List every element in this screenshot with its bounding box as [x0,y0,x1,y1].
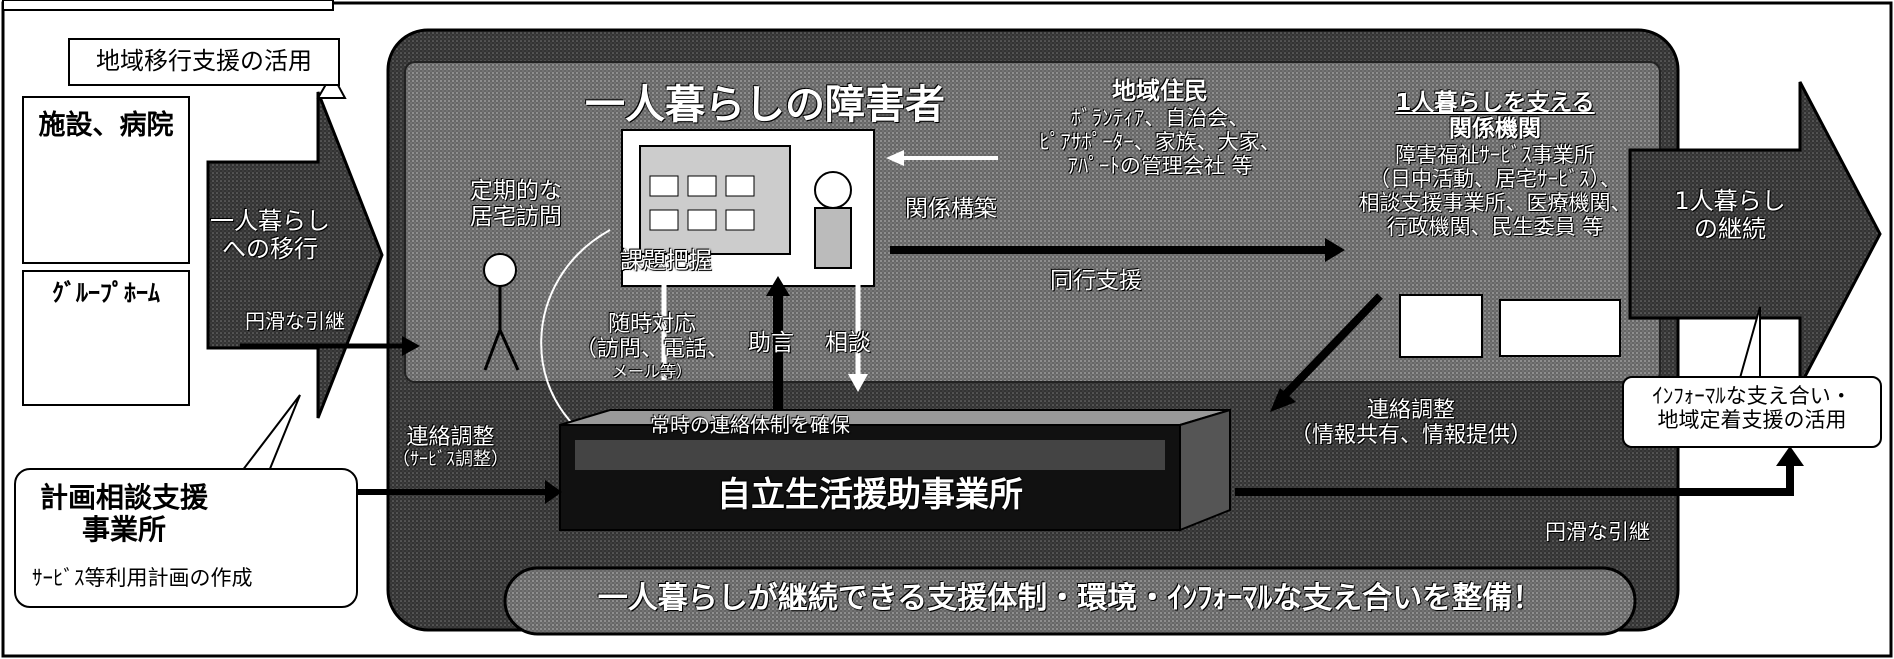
contact-system-label: 常時の連絡体制を確保 [650,414,850,437]
agencies-line-2: （日中活動、居宅ｻｰﾋﾞｽ）、 [1340,167,1650,191]
transition-line-2: への移行 [210,236,330,264]
building-icon-2 [1500,300,1620,356]
office-label: 自立生活援助事業所 [560,476,1180,515]
informal-callout-text: ｲﾝﾌｫｰﾏﾙな支え合い・ 地域定着支援の活用 [1624,384,1880,432]
consult-label: 相談 [825,330,871,356]
residents-title: 地域住民 [1030,78,1290,106]
visit-label: 定期的な 居宅訪問 [470,178,562,231]
handover-label-left: 円滑な引継 [245,310,345,333]
facility-label: 施設、病院 [24,110,188,141]
agencies-line-1: 障害福祉ｻｰﾋﾞｽ事業所 [1340,143,1650,167]
adhoc-line-1: 随時対応 [575,312,729,337]
main-title: 一人暮らしの障害者 [585,82,945,128]
informal-line-1: ｲﾝﾌｫｰﾏﾙな支え合い・ [1624,384,1880,408]
residents-block: 地域住民 ﾎﾞﾗﾝﾃｨｱ、自治会、 ﾋﾟｱｻﾎﾟｰﾀｰ、家族、大家、 ｱﾊﾟｰﾄ… [1030,78,1290,178]
banner-text: 一人暮らしが継続できる支援体制・環境・ｲﾝﾌｫｰﾏﾙな支え合いを整備！ [505,582,1635,617]
agencies-title-1: 1人暮らしを支える [1340,90,1650,116]
residents-line-2: ﾋﾟｱｻﾎﾟｰﾀｰ、家族、大家、 [1030,130,1290,154]
agencies-line-4: 行政機関、民生委員 等 [1340,215,1650,239]
planning-office-label: 計画相談支援 事業所 [24,482,224,546]
liaison-right-label: 連絡調整 （情報共有、情報提供） [1290,398,1532,449]
callout-text: 地域移行支援の活用 [70,48,338,76]
header-tab [3,0,333,10]
visitor-figure [484,254,516,286]
relation-label: 関係構築 [905,196,997,222]
continuation-line-1: 1人暮らし [1660,188,1800,216]
liaison-left-label: 連絡調整 （ｻｰﾋﾞｽ調整） [392,425,509,471]
adhoc-line-3: メール等） [575,363,729,381]
facility-box: 施設、病院 [22,96,190,264]
liaison-right-line-1: 連絡調整 [1290,398,1532,423]
continuation-label: 1人暮らし の継続 [1660,188,1800,243]
agencies-line-3: 相談支援事業所、医療機関、 [1340,191,1650,215]
liaison-left-line-1: 連絡調整 [392,425,509,450]
accompany-label: 同行支援 [1050,268,1142,294]
residents-line-1: ﾎﾞﾗﾝﾃｨｱ、自治会、 [1030,106,1290,130]
agencies-title-2: 関係機関 [1340,116,1650,142]
agencies-block: 1人暮らしを支える 関係機関 障害福祉ｻｰﾋﾞｽ事業所 （日中活動、居宅ｻｰﾋﾞ… [1340,90,1650,239]
transition-line-1: 一人暮らし [210,208,330,236]
planning-note: ｻｰﾋﾞｽ等利用計画の作成 [32,566,253,590]
grouphome-box: ｸﾞﾙｰﾌﾟﾎｰﾑ [22,270,190,406]
liaison-right-line-2: （情報共有、情報提供） [1290,423,1532,448]
planning-office-line-1: 計画相談支援 [24,482,224,514]
adhoc-line-2: （訪問、電話、 [575,337,729,362]
informal-callout: ｲﾝﾌｫｰﾏﾙな支え合い・ 地域定着支援の活用 [1622,376,1882,448]
adhoc-label: 随時対応 （訪問、電話、 メール等） [575,312,729,381]
liaison-left-line-2: （ｻｰﾋﾞｽ調整） [392,450,509,471]
building-icon-1 [1400,295,1482,357]
informal-line-2: 地域定着支援の活用 [1624,408,1880,432]
planning-office-line-2: 事業所 [24,514,224,546]
grouphome-label: ｸﾞﾙｰﾌﾟﾎｰﾑ [24,280,188,308]
visit-line-2: 居宅訪問 [470,204,562,230]
continuation-line-2: の継続 [1660,216,1800,244]
residents-line-3: ｱﾊﾟｰﾄの管理会社 等 [1030,154,1290,178]
callout-regional-transition: 地域移行支援の活用 [68,38,340,86]
advice-label: 助言 [748,330,794,356]
visit-line-1: 定期的な [470,178,562,204]
planning-office-box: 計画相談支援 事業所 ｻｰﾋﾞｽ等利用計画の作成 [14,468,358,608]
handover-label-right: 円滑な引継 [1545,520,1650,544]
issue-label: 課題把握 [620,248,712,274]
transition-arrow-label: 一人暮らし への移行 [210,208,330,263]
